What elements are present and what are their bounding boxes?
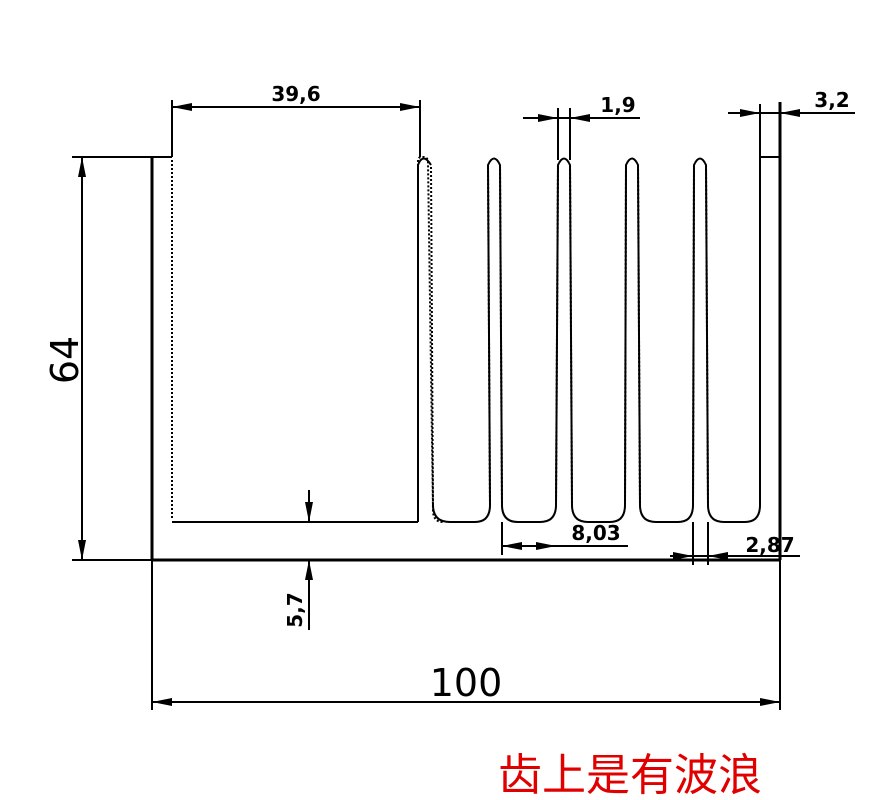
dim-label-64: 64 xyxy=(43,336,87,384)
heatsink-outline xyxy=(150,102,782,562)
dim-label-8-03: 8,03 xyxy=(571,521,620,545)
dim-fin-gap-left: 39,6 xyxy=(171,82,421,157)
dim-label-2-87: 2,87 xyxy=(745,533,794,557)
dim-fin-pitch: 8,03 xyxy=(501,521,628,555)
note-wavy-teeth: 齿上是有波浪 xyxy=(498,750,762,800)
dim-label-1-9: 1,9 xyxy=(600,93,635,117)
dim-fin-root-gap: 2,87 xyxy=(670,522,800,565)
dim-fin-thickness: 1,9 xyxy=(523,93,640,160)
dim-edge-fin: 3,2 xyxy=(728,88,855,157)
dim-total-width: 100 xyxy=(151,560,781,710)
dim-label-5-7: 5,7 xyxy=(283,592,307,627)
dim-height: 64 xyxy=(43,156,152,561)
dim-label-39-6: 39,6 xyxy=(271,82,320,106)
dim-base-thickness: 5,7 xyxy=(283,490,313,630)
dim-label-3-2: 3,2 xyxy=(814,88,849,112)
dim-label-100: 100 xyxy=(430,661,503,705)
